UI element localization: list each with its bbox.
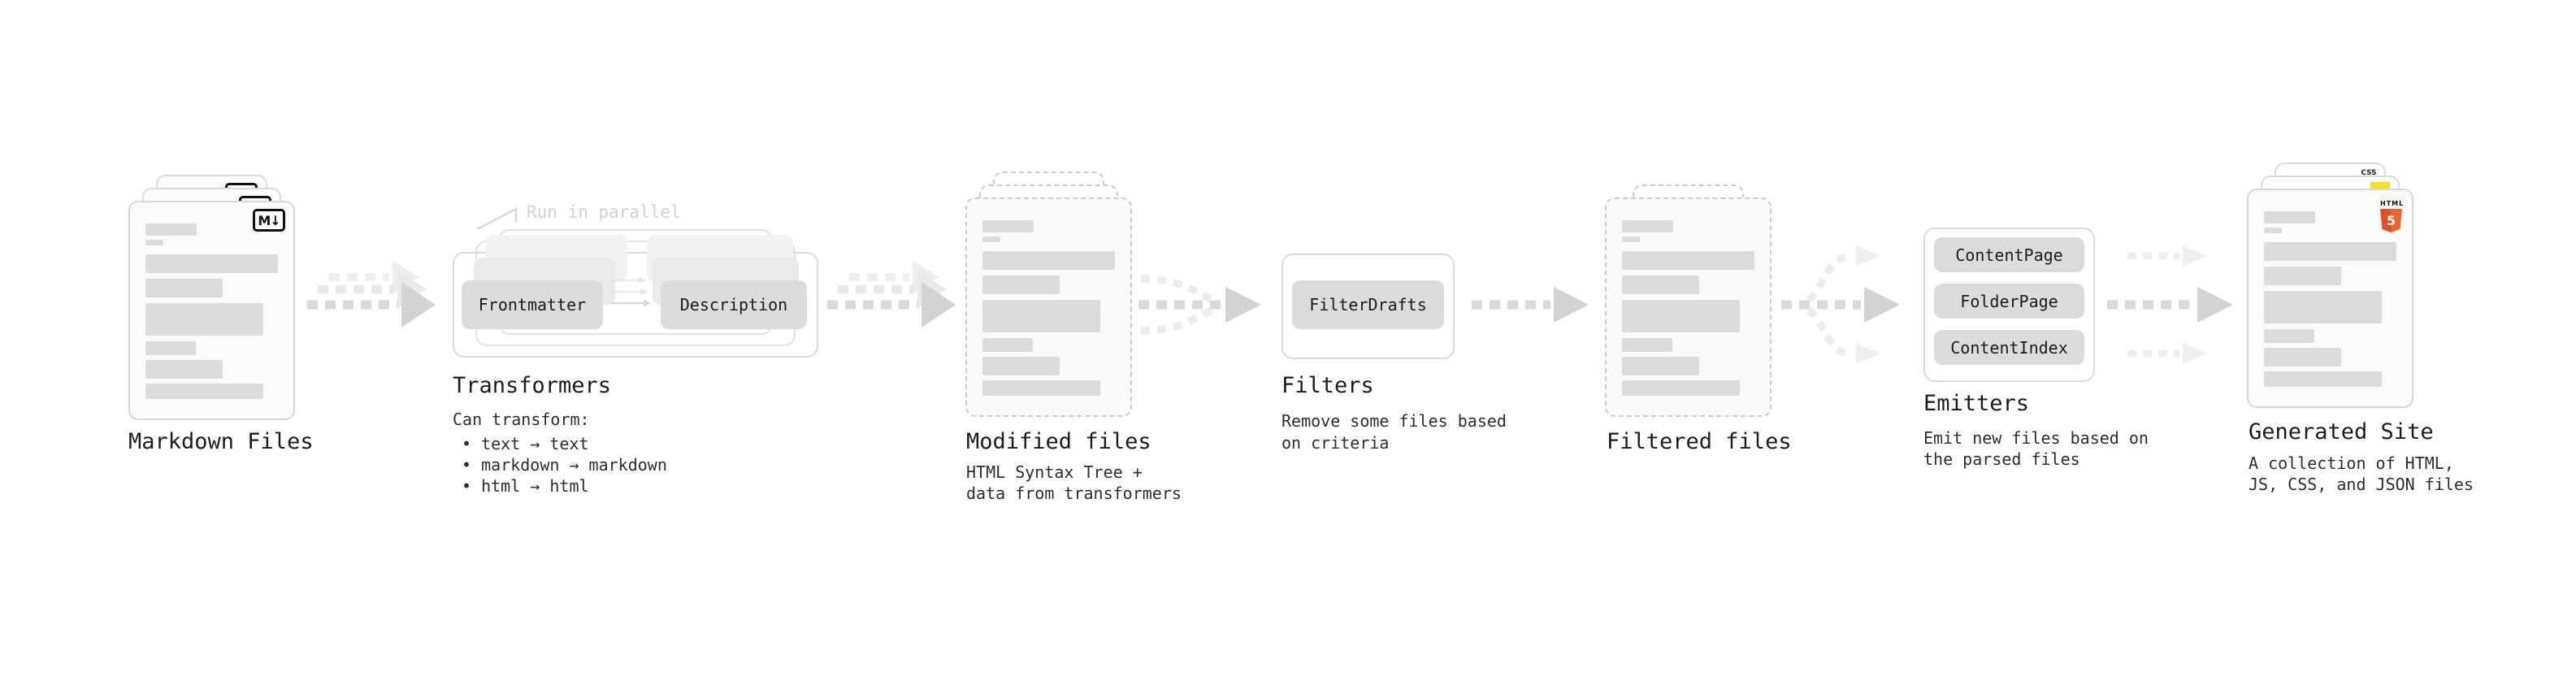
description-line: Remove some files based [1281,411,1507,431]
transformers-desc-title: Can transform: [453,410,590,429]
run-in-parallel-annotation: Run in parallel [527,202,681,222]
markdown-icon: M↓ [253,209,285,232]
bullet-item: • html → html [462,476,589,496]
transformers-bullets: • text → text • markdown → markdown • ht… [462,433,667,497]
generated-site-description: A collection of HTML, JS, CSS, and JSON … [2249,453,2474,495]
emitters-box [1923,228,2095,382]
filters-description: Remove some files based on criteria [1281,410,1507,454]
html5-icon-shield: 5 [2380,209,2402,232]
generated-site-stack: CSS HTML 5 [2247,163,2441,408]
file-card: M↓ [128,201,295,420]
description-line: Emit new files based on [1923,428,2149,448]
html5-icon-caption: HTML [2380,200,2405,207]
filtered-files-label: Filtered files [1607,429,1792,454]
modified-files-stack [965,171,1160,417]
flow-arrow-split-to-emitters [1781,245,1900,364]
bullet-item: • markdown → markdown [462,455,667,475]
parallel-arrows-icon [611,276,651,307]
flow-arrow-filters-to-filtered [1472,287,1589,323]
generated-site-label: Generated Site [2249,419,2434,445]
file-content-placeholder [2264,211,2396,387]
transformer-pill-frontmatter: Frontmatter [462,280,603,329]
file-content-placeholder [1622,220,1754,396]
file-card: HTML 5 [2247,189,2413,408]
markdown-files-label: Markdown Files [128,429,314,454]
modified-files-label: Modified files [966,429,1151,454]
modified-files-description: HTML Syntax Tree + data from transformer… [966,462,1182,504]
description-line: data from transformers [966,484,1182,503]
css-icon-label: CSS [2361,169,2377,177]
emitter-pill-contentpage: ContentPage [1934,237,2084,272]
transformers-label: Transformers [453,373,612,398]
bullet-item: • text → text [462,434,589,453]
description-line: HTML Syntax Tree + [966,462,1143,482]
filters-label: Filters [1281,373,1374,398]
description-line: on criteria [1281,433,1390,453]
file-content-placeholder [982,220,1115,396]
markdown-files-stack: M↓ M↓ M↓ [128,175,323,420]
flow-arrow-emitters-to-site [2107,245,2233,364]
emitters-description: Emit new files based on the parsed files [1923,427,2149,470]
flow-arrow-merge-to-filters [1138,275,1261,335]
description-line: A collection of HTML, [2249,453,2454,473]
html5-icon-glyph: 5 [2386,213,2396,228]
transformers-box [453,252,818,358]
flow-arrow-transformers-to-modified [827,260,956,327]
filter-pill-filterdrafts: FilterDrafts [1292,280,1444,329]
emitters-label: Emitters [1923,391,2030,416]
transformer-pill-description: Description [661,280,807,329]
filtered-files-stack [1605,171,1799,417]
file-card [965,197,1132,417]
file-card [1605,197,1772,417]
flow-arrow-markdown-to-transformers [307,260,436,327]
html5-icon: HTML 5 [2380,200,2405,232]
emitter-pill-contentindex: ContentIndex [1934,330,2084,365]
description-line: the parsed files [1923,449,2080,469]
annotation-leader-line [476,206,518,231]
file-content-placeholder [145,223,278,399]
emitter-pill-folderpage: FolderPage [1934,284,2084,319]
filters-box [1281,254,1455,359]
description-line: JS, CSS, and JSON files [2249,475,2474,494]
